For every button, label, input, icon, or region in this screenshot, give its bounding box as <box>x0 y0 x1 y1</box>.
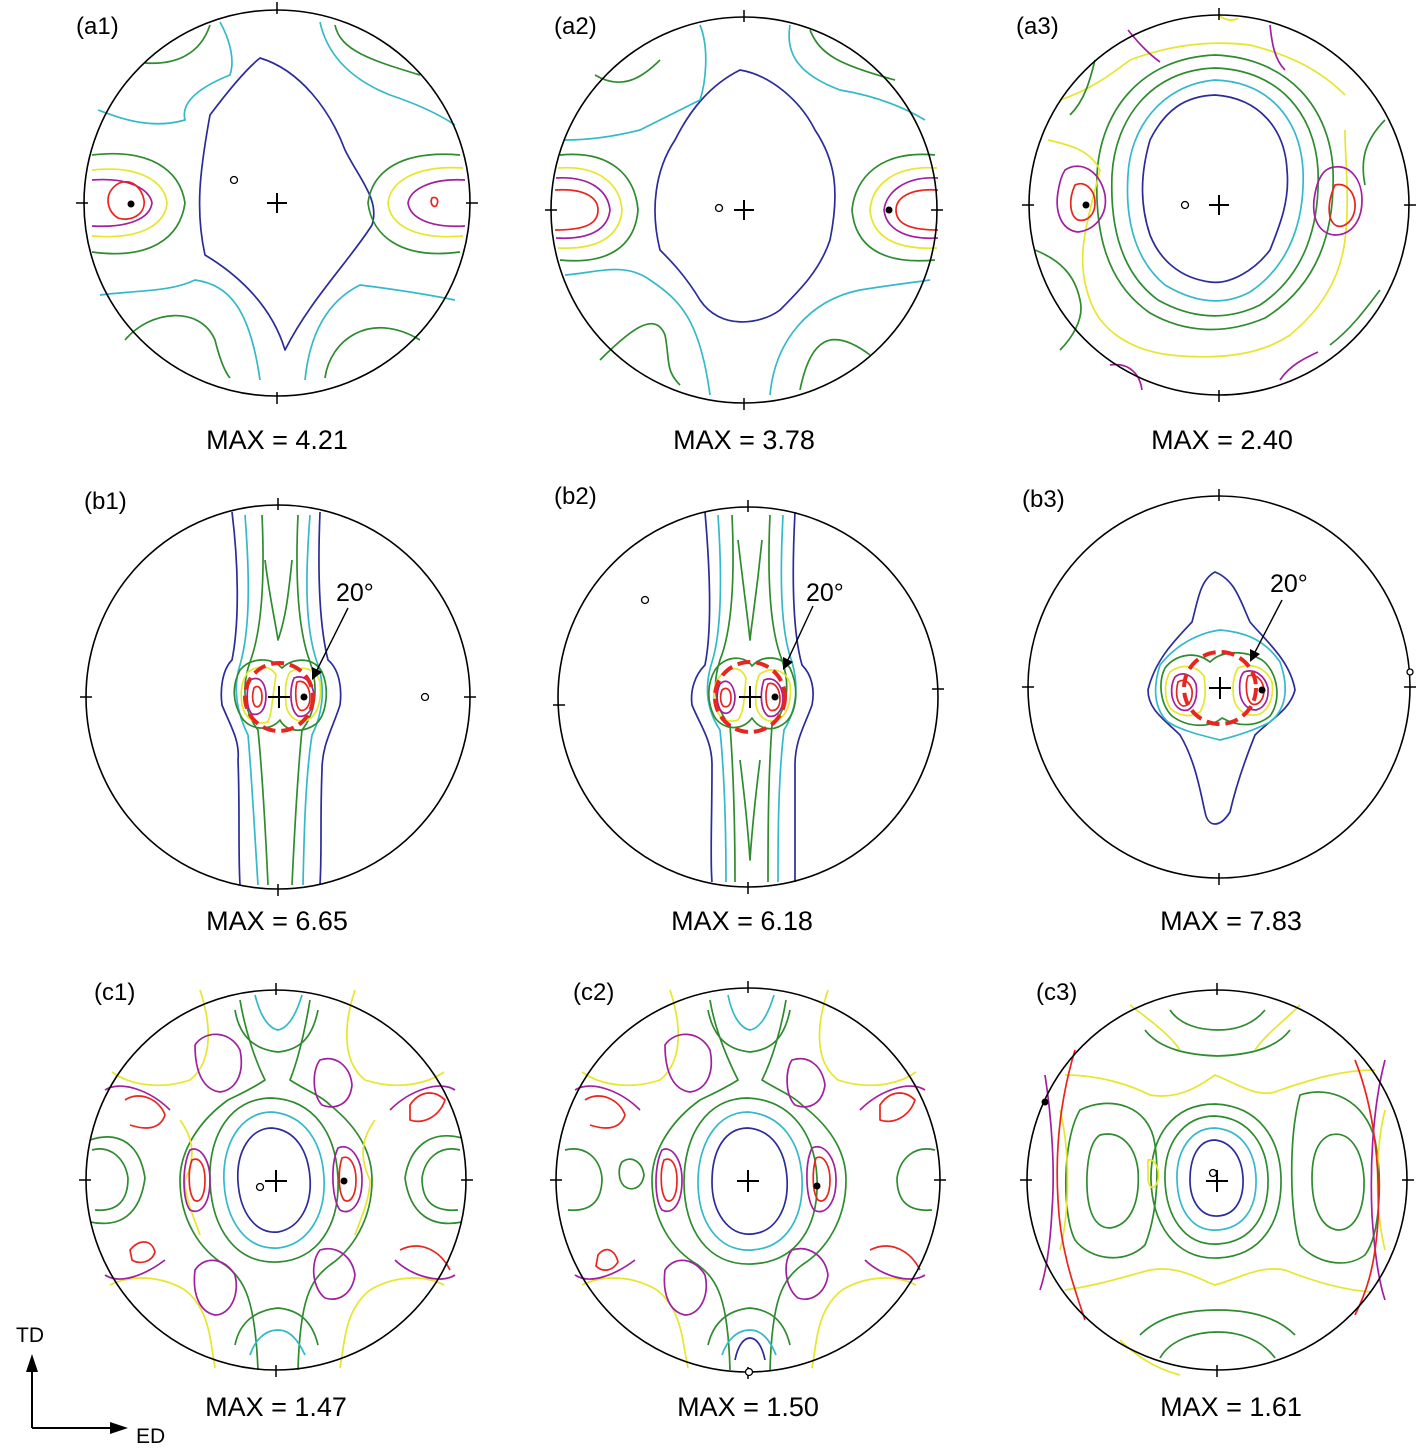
contours-b2 <box>690 511 814 883</box>
contours-a1 <box>91 21 466 381</box>
max-value-a1: MAX = 4.21 <box>206 425 348 455</box>
arrow-b3 <box>1252 599 1283 657</box>
contours-c1 <box>89 989 463 1371</box>
min-marker-a1 <box>229 175 239 185</box>
contours-a3 <box>1034 14 1386 391</box>
max-value-a3: MAX = 2.40 <box>1151 425 1293 455</box>
ed-arrowhead <box>110 1422 128 1434</box>
panel-b1: (b1) 20° MAX = 6.65 <box>80 488 476 936</box>
max-marker-a1 <box>127 200 135 208</box>
arrowhead-b1 <box>312 667 322 680</box>
contours-c2 <box>564 989 936 1371</box>
max-marker-c2 <box>813 1182 821 1190</box>
min-marker-a2 <box>714 203 724 213</box>
max-marker-b2 <box>771 693 779 701</box>
panel-label-b2: (b2) <box>554 483 597 510</box>
center-cross-b2 <box>739 686 761 708</box>
max-value-c3: MAX = 1.61 <box>1160 1392 1302 1422</box>
angle-label-b2: 20° <box>806 579 844 607</box>
td-arrowhead <box>26 1354 38 1372</box>
center-cross-b1 <box>268 686 290 708</box>
td-label: TD <box>16 1324 44 1347</box>
max-marker-a3 <box>1082 201 1090 209</box>
contours-b3 <box>1147 571 1296 825</box>
max-value-b3: MAX = 7.83 <box>1160 906 1302 936</box>
panel-label-c2: (c2) <box>573 979 614 1006</box>
min-marker-a3 <box>1180 200 1190 210</box>
ed-label: ED <box>136 1425 165 1448</box>
min-marker-b2 <box>640 595 650 605</box>
min-marker-b1 <box>420 692 430 702</box>
max-marker-c3 <box>1041 1098 1049 1106</box>
arrow-b1 <box>314 607 349 675</box>
max-value-c2: MAX = 1.50 <box>677 1392 819 1422</box>
twenty-degree-circle-b3 <box>1182 650 1258 726</box>
arrowhead-b2 <box>783 657 793 670</box>
contours-a2 <box>554 24 939 396</box>
max-marker-a2 <box>885 206 893 214</box>
max-value-a2: MAX = 3.78 <box>673 425 815 455</box>
min-marker-c1 <box>255 1182 265 1192</box>
max-value-c1: MAX = 1.47 <box>205 1392 347 1422</box>
panel-label-c3: (c3) <box>1036 979 1077 1006</box>
panel-label-c1: (c1) <box>94 979 135 1006</box>
contours-b1 <box>220 511 342 886</box>
max-marker-c1 <box>340 1177 348 1185</box>
twenty-degree-circle-b2 <box>713 660 787 734</box>
panel-label-b3: (b3) <box>1022 486 1065 513</box>
max-value-b1: MAX = 6.65 <box>206 906 348 936</box>
panel-b2: (b2) 20° MAX = 6.18 <box>553 483 944 936</box>
panel-a2: (a2) MAX = 3.78 <box>545 10 943 455</box>
panel-c3: (c3) <box>1020 979 1414 1422</box>
panel-b3: (b3) 20° MAX = 7.83 <box>1022 486 1416 936</box>
axis-indicator: TD ED <box>16 1324 165 1448</box>
panel-c2: (c2) <box>550 979 946 1422</box>
arrowhead-b3 <box>1250 649 1260 662</box>
center-cross-c2 <box>737 1170 759 1192</box>
angle-label-b1: 20° <box>336 579 374 607</box>
twenty-degree-circle-b1 <box>243 661 315 733</box>
center-cross-a2 <box>734 200 754 220</box>
panel-label-a3: (a3) <box>1016 13 1059 40</box>
contours-c3 <box>1039 1004 1386 1376</box>
min-marker-c2 <box>744 1367 754 1377</box>
center-cross-c1 <box>265 1170 287 1192</box>
max-marker-b1 <box>300 693 308 701</box>
center-cross-a1 <box>267 193 287 213</box>
angle-label-b3: 20° <box>1270 570 1308 598</box>
max-value-b2: MAX = 6.18 <box>671 906 813 936</box>
min-marker-c3 <box>1208 1168 1218 1178</box>
panel-label-a1: (a1) <box>76 13 119 40</box>
center-cross-a3 <box>1209 195 1229 215</box>
panel-c1: (c1) <box>79 979 473 1422</box>
min-marker-b3 <box>1406 668 1414 676</box>
panel-label-b1: (b1) <box>84 488 127 515</box>
max-marker-b3 <box>1258 686 1266 694</box>
arrow-b2 <box>785 605 814 665</box>
center-cross-b3 <box>1209 677 1231 699</box>
panel-a1: (a1) MAX = 4.21 <box>76 2 478 455</box>
panel-label-a2: (a2) <box>554 13 597 40</box>
panel-a3: (a3) MAX = 2.40 <box>1016 8 1416 455</box>
